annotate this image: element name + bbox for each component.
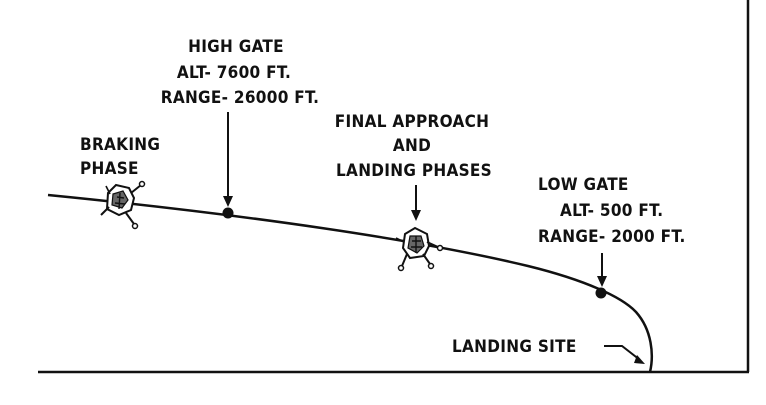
final-approach-arrow-icon [411, 185, 421, 221]
lunar-module-icon [100, 180, 146, 230]
low-gate-marker [595, 287, 607, 299]
svg-text:ALT- 7600 FT.: ALT- 7600 FT. [177, 63, 291, 83]
landing-site-label: LANDING SITE [452, 337, 577, 357]
high-gate-marker [222, 207, 234, 219]
svg-text:BRAKING: BRAKING [80, 135, 160, 155]
svg-text:LOW GATE: LOW GATE [538, 175, 629, 195]
final-approach-label: FINAL APPROACH AND LANDING PHASES [335, 112, 492, 181]
landing-site-arrow-icon [604, 345, 645, 364]
svg-text:PHASE: PHASE [80, 159, 139, 179]
svg-text:AND: AND [393, 136, 431, 156]
high-gate-label: HIGH GATE ALT- 7600 FT. RANGE- 26000 FT. [161, 37, 320, 108]
svg-text:RANGE- 26000 FT.: RANGE- 26000 FT. [161, 88, 320, 108]
svg-text:FINAL APPROACH: FINAL APPROACH [335, 112, 489, 132]
braking-phase-label: BRAKING PHASE [80, 135, 160, 179]
low-gate-label: LOW GATE ALT- 500 FT. RANGE- 2000 FT. [538, 175, 686, 247]
svg-text:RANGE- 2000 FT.: RANGE- 2000 FT. [538, 227, 686, 247]
high-gate-arrow-icon [223, 112, 233, 207]
svg-text:HIGH GATE: HIGH GATE [188, 37, 284, 57]
lunar-module-icon [395, 226, 444, 272]
svg-text:ALT- 500 FT.: ALT- 500 FT. [560, 201, 663, 221]
low-gate-arrow-icon [597, 253, 607, 287]
svg-text:LANDING PHASES: LANDING PHASES [336, 161, 492, 181]
